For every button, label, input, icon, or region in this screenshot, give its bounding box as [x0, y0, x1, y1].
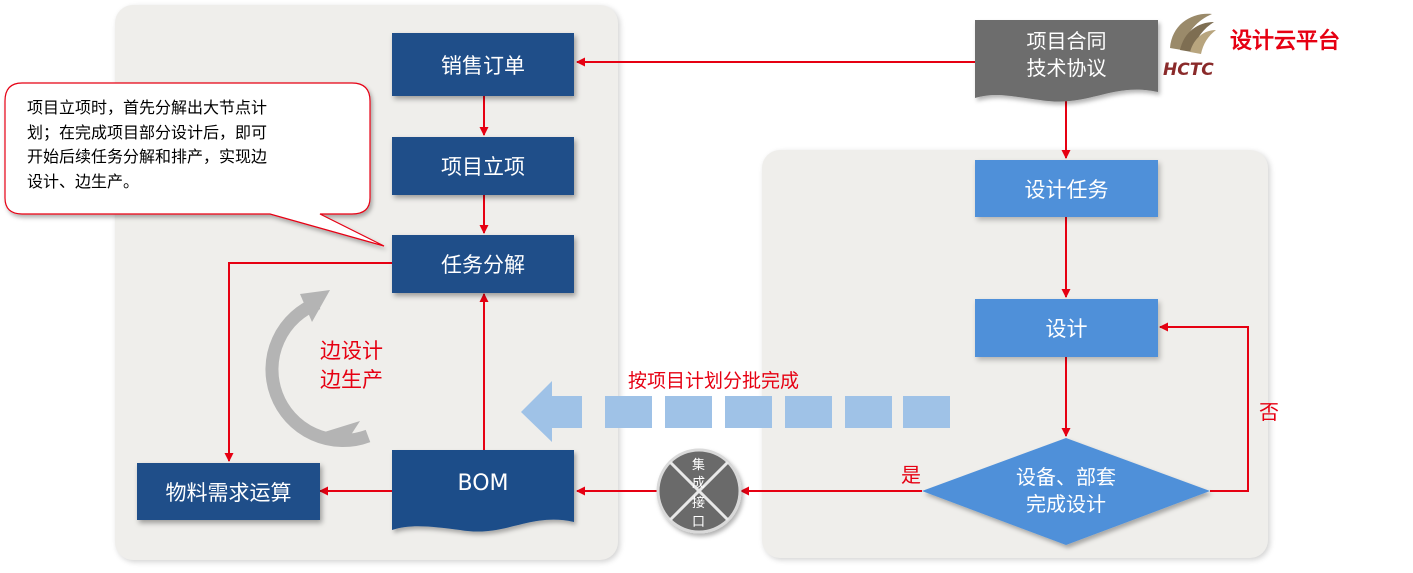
callout-line-4: 设计、边生产。 — [27, 171, 140, 191]
callout-line-3: 开始后续任务分解和排产，实现边 — [27, 147, 268, 166]
decision-line-1: 设备、部套 — [1016, 465, 1116, 489]
design-label: 设计 — [1045, 317, 1088, 341]
contract-document[interactable]: 项目合同 技术协议 — [975, 22, 1158, 88]
interface-char-3: 接 — [692, 496, 706, 511]
decision-text: 设备、部套 完成设计 — [966, 462, 1166, 520]
task-decomposition-label: 任务分解 — [441, 253, 525, 277]
batch-dash-6 — [903, 396, 950, 428]
cycle-arrowhead — [300, 290, 330, 322]
logo-text: HCTC — [1163, 60, 1214, 80]
interface-char-1: 集 — [692, 458, 706, 473]
cycle-line-1: 边设计 — [320, 339, 383, 363]
design-task-label: 设计任务 — [1024, 177, 1109, 202]
callout-line-1: 项目立项时，首先分解出大节点计 — [27, 98, 268, 117]
batch-label: 按项目计划分批完成 — [628, 370, 800, 392]
yes-label: 是 — [901, 463, 921, 487]
contract-line-2: 技术协议 — [1026, 56, 1107, 80]
material-calc-label: 物料需求运算 — [165, 480, 292, 505]
task-decomposition-box[interactable]: 任务分解 — [392, 235, 574, 293]
project-setup-box[interactable]: 项目立项 — [392, 137, 574, 195]
cycle-line-2: 边生产 — [320, 368, 383, 392]
design-box[interactable]: 设计 — [975, 299, 1158, 357]
no-label: 否 — [1259, 400, 1279, 424]
sales-order-box[interactable]: 销售订单 — [392, 33, 574, 96]
arrow-decision-no-loop — [1159, 322, 1249, 492]
interface-circle — [656, 448, 742, 534]
batch-dash-1 — [605, 396, 652, 428]
brand-title: 设计云平台 — [1230, 29, 1341, 54]
project-setup-label: 项目立项 — [441, 155, 525, 179]
logo-swoosh-icon — [1170, 13, 1216, 54]
interface-char-2: 成 — [692, 476, 706, 491]
batch-dash-5 — [845, 396, 892, 428]
sales-order-label: 销售订单 — [441, 53, 525, 78]
bom-box[interactable]: BOM — [392, 450, 574, 516]
bom-document-shape — [392, 450, 574, 532]
decision-diamond — [922, 438, 1210, 545]
batch-arrowhead — [521, 381, 582, 442]
contract-line-1: 项目合同 — [1026, 29, 1107, 53]
cycle-text: 边设计 边生产 — [320, 337, 400, 395]
bom-label: BOM — [457, 470, 509, 496]
batch-dash-3 — [725, 396, 772, 428]
material-calc-box[interactable]: 物料需求运算 — [137, 463, 320, 520]
batch-dash-2 — [665, 396, 712, 428]
batch-dash-4 — [785, 396, 832, 428]
decision-line-2: 完成设计 — [1026, 492, 1106, 516]
callout-bubble — [4, 82, 385, 247]
arrow-task-to-material — [224, 262, 392, 462]
contract-document-shape — [975, 20, 1158, 102]
callout-line-2: 划；在完成项目部分设计后，即可 — [27, 122, 268, 142]
interface-char-4: 口 — [692, 515, 706, 530]
callout-text: 项目立项时，首先分解出大节点计 划；在完成项目部分设计后，即可 开始后续任务分解… — [27, 96, 267, 194]
design-task-box[interactable]: 设计任务 — [975, 160, 1158, 217]
